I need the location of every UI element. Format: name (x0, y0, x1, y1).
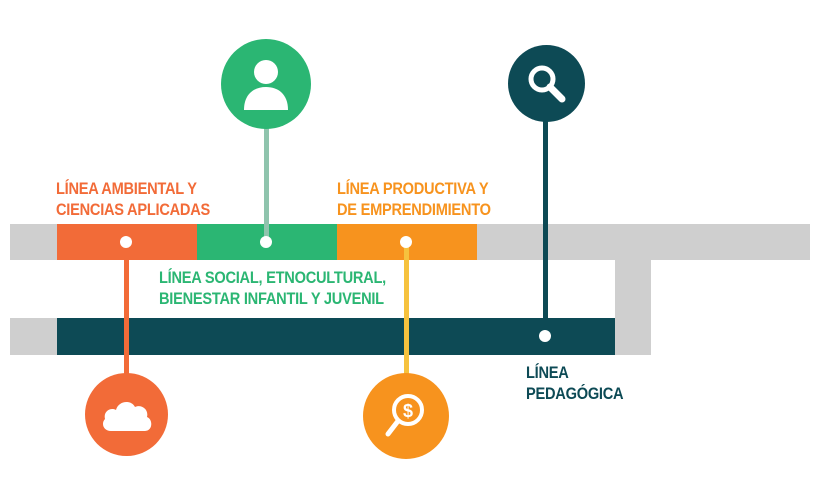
dot-social (260, 236, 272, 248)
svg-text:$: $ (403, 401, 413, 421)
cloud-icon (102, 401, 151, 431)
label-ambiental: LÍNEA AMBIENTAL Y CIENCIAS APLICADAS (56, 178, 210, 220)
stem-social (264, 126, 269, 244)
money-search-icon: $ (385, 394, 424, 437)
circle-social (221, 39, 311, 129)
person-icon (244, 60, 288, 110)
label-social: LÍNEA SOCIAL, ETNOCULTURAL, BIENESTAR IN… (159, 267, 386, 309)
label-productiva: LÍNEA PRODUCTIVA Y DE EMPRENDIMIENTO (337, 178, 491, 220)
label-social-line-1: LÍNEA SOCIAL, ETNOCULTURAL, (159, 268, 386, 287)
label-pedagogica-line-1: LÍNEA (526, 363, 569, 382)
label-productiva-line-2: DE EMPRENDIMIENTO (337, 200, 491, 219)
label-ambiental-line-1: LÍNEA AMBIENTAL Y (56, 179, 197, 198)
stem-productiva (404, 244, 409, 378)
dot-productiva (400, 236, 412, 248)
circle-pedagogica (508, 45, 585, 122)
circle-ambiental (85, 373, 168, 456)
label-productiva-line-1: LÍNEA PRODUCTIVA Y (337, 179, 489, 198)
label-pedagogica: LÍNEA PEDAGÓGICA (526, 362, 624, 404)
stem-pedagogica (543, 118, 548, 338)
label-social-line-2: BIENESTAR INFANTIL Y JUVENIL (159, 289, 384, 308)
dot-ambiental (120, 236, 132, 248)
magnifier-icon (528, 65, 565, 102)
circle-productiva: $ (363, 373, 449, 459)
dot-pedagogica (539, 330, 551, 342)
segment-pedagogica (57, 318, 615, 355)
label-ambiental-line-2: CIENCIAS APLICADAS (56, 200, 211, 219)
stem-ambiental (124, 244, 129, 378)
label-pedagogica-line-2: PEDAGÓGICA (526, 384, 624, 403)
